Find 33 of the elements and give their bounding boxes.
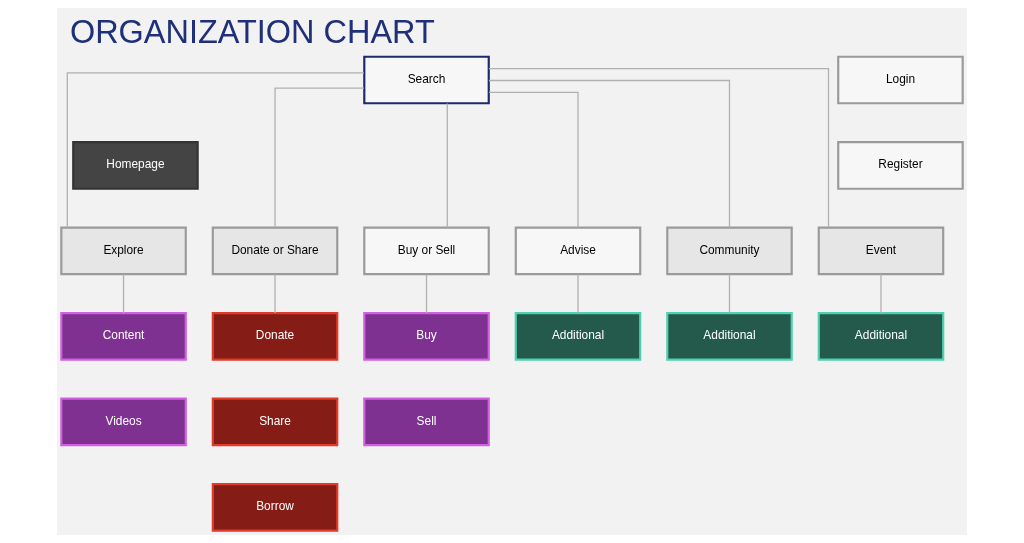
node-box: Sell [363,397,490,447]
node-box: Borrow [211,483,339,532]
connector [488,79,731,229]
node-box: Videos [60,397,187,447]
node-box: Donate [211,312,339,361]
connector [577,273,579,314]
node-box: Explore [60,226,187,276]
node-box: Homepage [72,141,199,190]
connector [66,72,365,229]
node-box: Content [60,312,187,361]
node-box: Additional [514,312,642,361]
node-box: Register [837,141,964,190]
node-box: Buy or Sell [363,226,490,276]
node-box: Event [817,226,945,276]
node-box: Additional [817,312,945,361]
node-box: Login [837,55,964,105]
connector [880,273,882,314]
node-box: Community [666,226,793,276]
node-box: Buy [363,312,490,361]
connector [488,91,579,229]
connector [122,273,125,314]
connector [274,273,276,314]
connector [425,273,428,314]
node-box: Share [211,397,339,447]
connector [274,87,365,229]
connector [728,273,731,314]
node-box: Advise [514,226,642,276]
node-box: Search [363,55,490,105]
connector [488,67,830,229]
node-box: Additional [666,312,793,361]
connector [446,102,448,229]
diagram-title: ORGANIZATION CHART [69,13,435,50]
node-box: Donate or Share [211,226,339,276]
